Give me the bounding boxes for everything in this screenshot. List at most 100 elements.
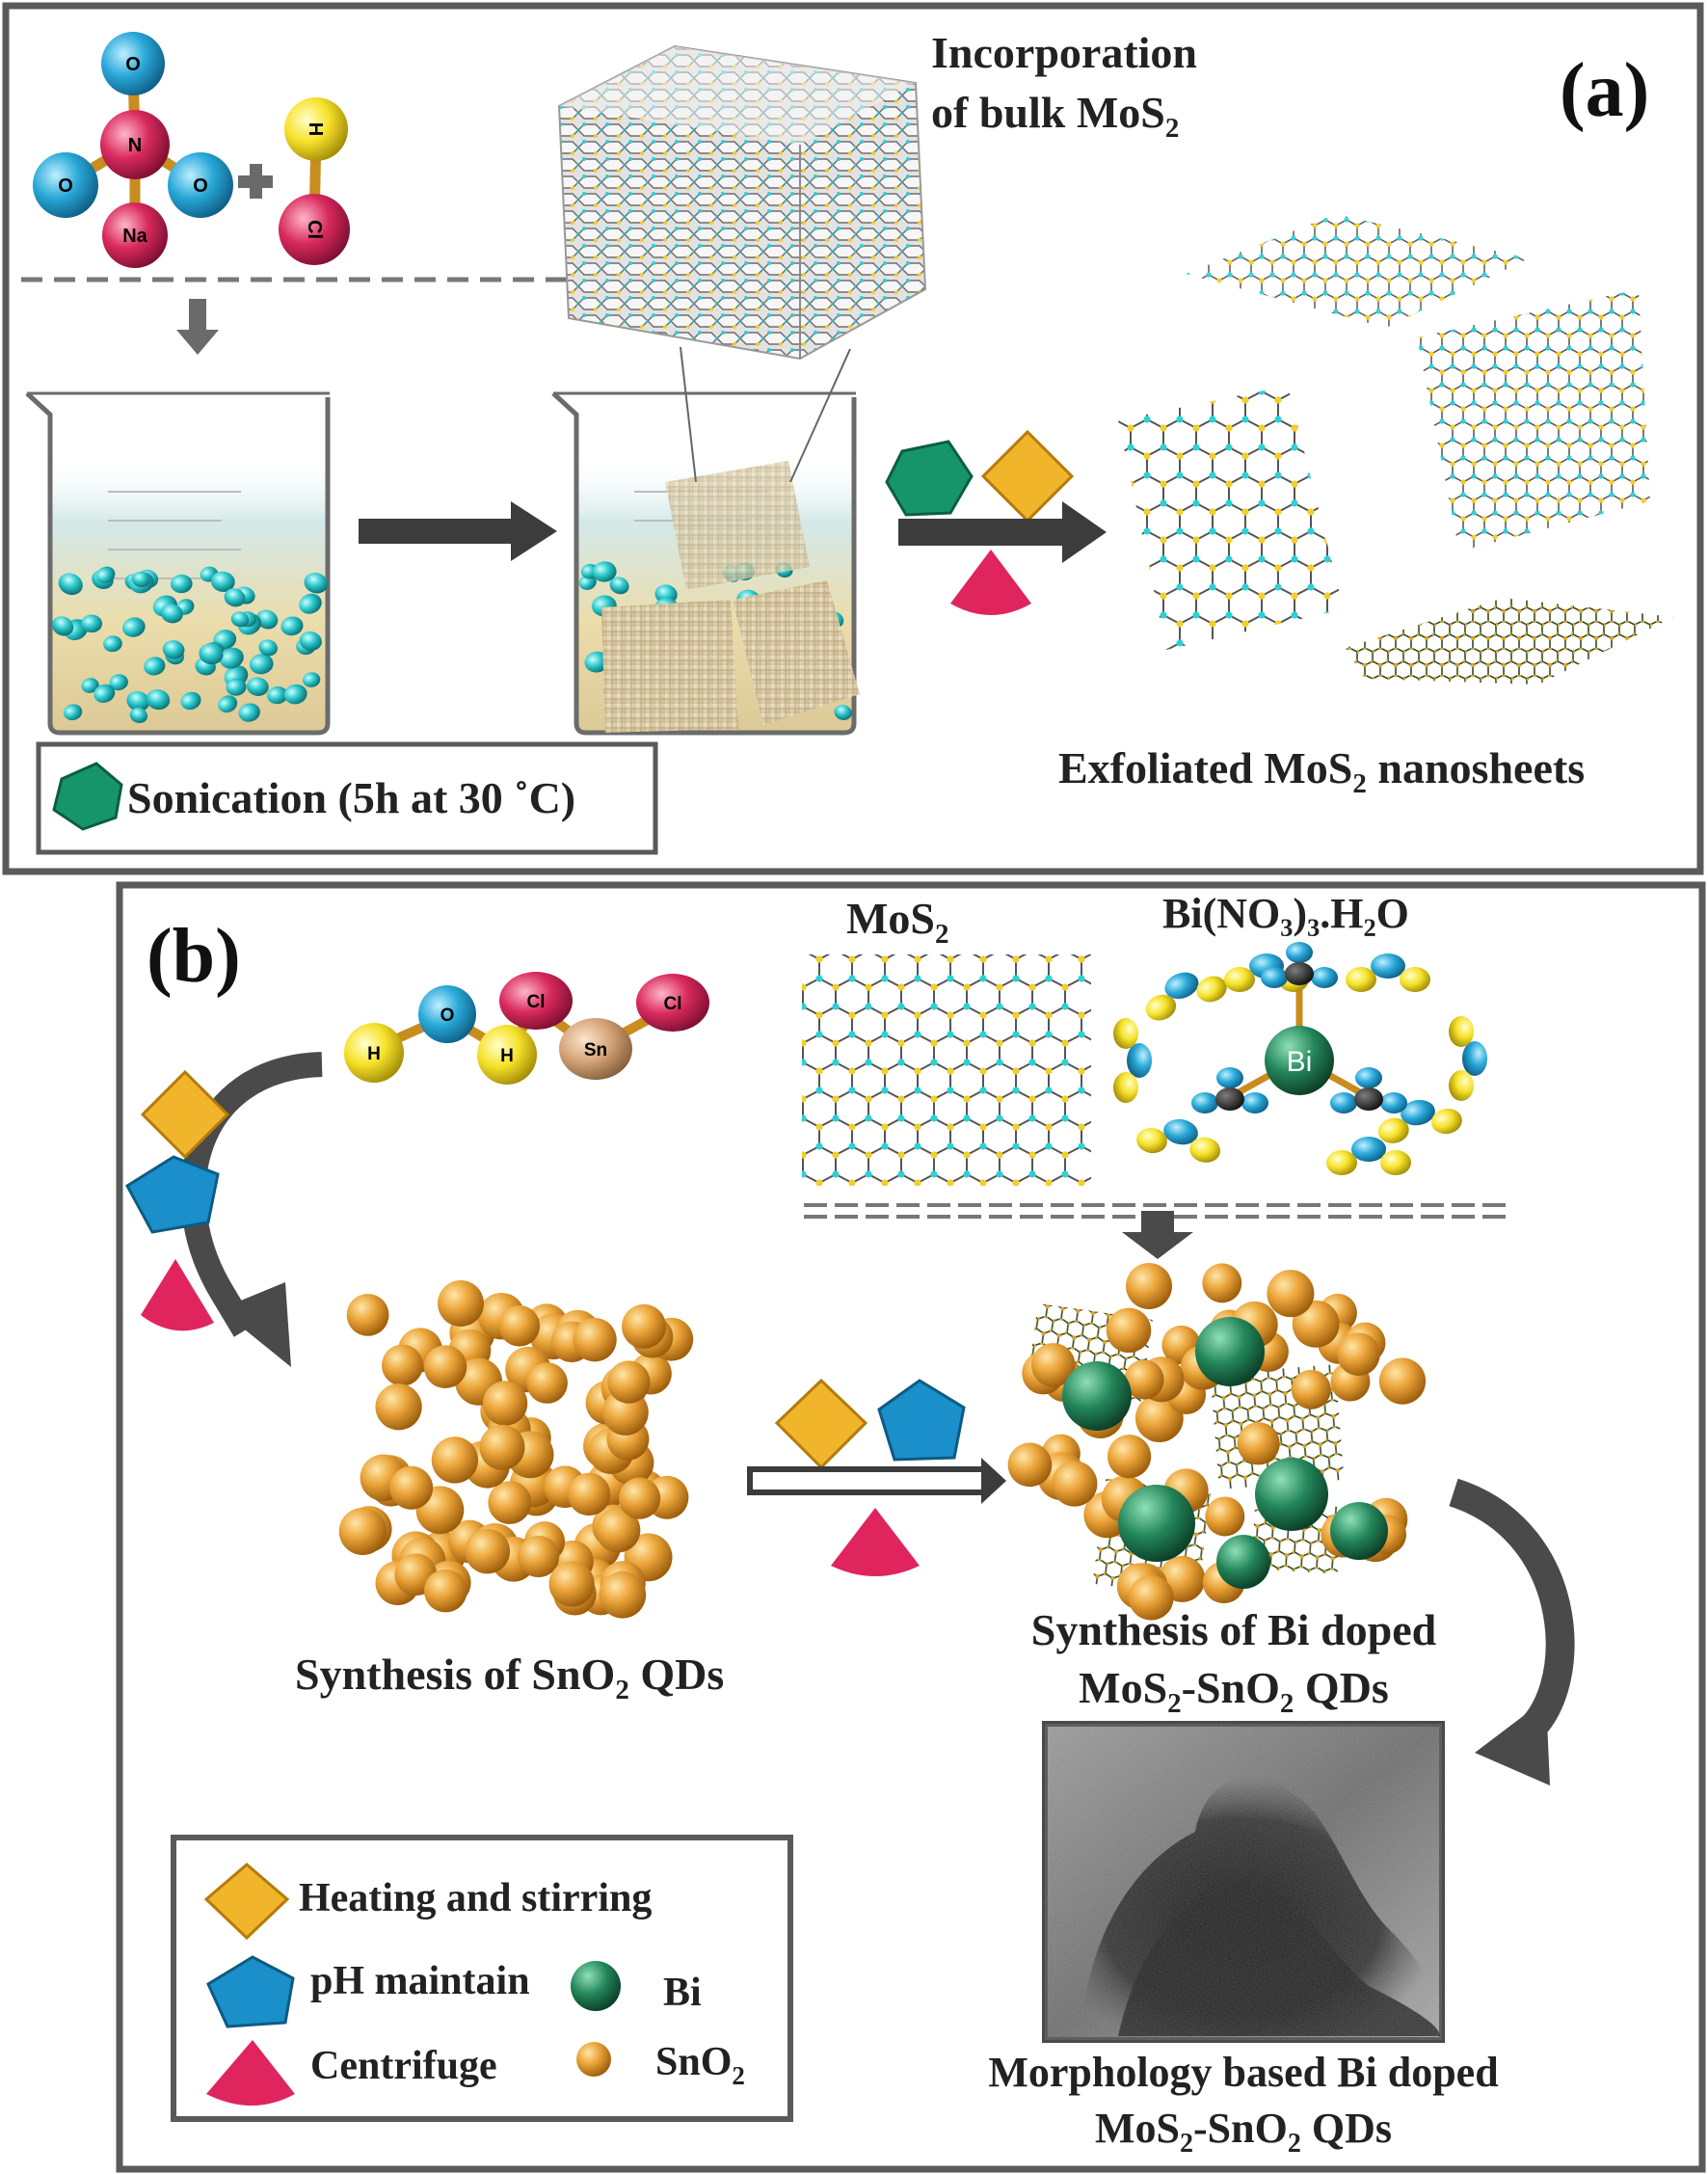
hydrogen-atom (1189, 1137, 1221, 1163)
hydrogen-atom (477, 1025, 537, 1085)
sno2-quantum-dot-cluster (338, 1280, 694, 1619)
panel-a-frame (2, 2, 1704, 875)
legend-ph-label: pH maintain (310, 1959, 530, 2003)
centrifuge-cone-icon (831, 1508, 920, 1576)
particle (255, 609, 279, 630)
sno2-sphere (346, 1294, 389, 1336)
nitrogen-atom (1215, 1087, 1244, 1111)
oxygen-atom (1241, 1092, 1268, 1114)
atom-label-na: Na (122, 226, 147, 247)
chlorine-atom (499, 972, 573, 1030)
mos2-lattice (802, 954, 1091, 1186)
particle (834, 705, 852, 720)
hydrogen-atom (1346, 967, 1376, 992)
morphology-caption-line1: Morphology based Bi doped (988, 2049, 1498, 2096)
sonication-hexagon-icon (885, 440, 974, 517)
atom-label-h: H (305, 122, 326, 136)
particle (230, 611, 250, 628)
centrifuge-cone-icon (141, 1259, 214, 1331)
atom-label-cl: Cl (664, 994, 682, 1014)
legend-sno2-label: SnO2 (655, 2040, 745, 2090)
bi-sphere (1330, 1502, 1388, 1560)
beaker-left (25, 391, 331, 736)
legend-heating-label: Heating and stirring (299, 1876, 652, 1920)
sno2-sphere (498, 1304, 541, 1347)
sno2-sphere (1378, 1357, 1427, 1405)
particle (224, 588, 246, 607)
heating-diamond-icon (140, 1069, 230, 1160)
atom-label-cl: Cl (527, 992, 546, 1012)
oxygen-atom (168, 152, 233, 218)
atom-label-bi: Bi (1287, 1046, 1313, 1078)
curved-arrow-head (1475, 1699, 1550, 1785)
nitrate-group (1330, 1067, 1407, 1114)
centrifuge-cone-icon (950, 550, 1031, 615)
sno2-sphere (567, 1472, 611, 1516)
hydrogen-atom (1380, 1150, 1411, 1175)
atom-label-o: O (193, 175, 208, 197)
chlorine-atom (279, 194, 350, 265)
sno2-sphere (599, 1570, 647, 1619)
particle (103, 635, 122, 653)
process-arrow (359, 501, 557, 561)
particle (144, 657, 166, 676)
sno2-sphere (423, 1345, 467, 1388)
oxygen-atom (1216, 1067, 1243, 1088)
sonication-legend-box (36, 741, 658, 855)
sno2-sphere (1007, 1442, 1053, 1488)
sno2-sphere (438, 1280, 484, 1327)
oxygen-atom (1462, 1041, 1487, 1076)
sno2-sphere (518, 1535, 560, 1578)
hydrogen-atom (344, 1023, 404, 1083)
oxygen-atom (1261, 967, 1288, 988)
sno2-sphere (389, 1465, 434, 1510)
hydrogen-atom (1224, 967, 1255, 992)
bismuth-atom (1265, 1026, 1334, 1095)
atom-label-h: H (367, 1044, 381, 1064)
atom-label-sn: Sn (584, 1040, 607, 1060)
chlorine-atom (636, 974, 709, 1032)
curved-process-arrow (1449, 1478, 1575, 1748)
ph-pentagon-icon (877, 1379, 966, 1462)
oxygen-atom (418, 985, 476, 1043)
particle (95, 566, 116, 584)
sno2-sphere (1337, 1332, 1380, 1376)
sno2-sphere-icon (576, 2042, 611, 2077)
legend-bi-label: Bi (663, 1971, 702, 2015)
water-molecule (1326, 1137, 1411, 1175)
particle (81, 614, 103, 633)
curved-process-arrow (180, 1052, 323, 1337)
particle (170, 574, 193, 594)
sno2-sphere (1202, 1263, 1242, 1303)
particle (219, 647, 244, 669)
double-process-arrow (747, 1458, 1006, 1504)
sno2-sphere (1291, 1369, 1331, 1409)
particle (51, 616, 74, 636)
particle (267, 686, 288, 705)
oxygen-atom (1164, 972, 1199, 1000)
sno2-synthesis-caption: Synthesis of SnO2 QDs (295, 1650, 724, 1705)
heating-diamond-icon (203, 1863, 290, 1941)
water-molecule (1377, 1099, 1462, 1143)
bi-sphere (1118, 1485, 1195, 1562)
particle (218, 695, 238, 713)
doped-synthesis-caption-line2: MoS2-SnO2 QDs (1079, 1663, 1389, 1719)
bi-sphere (1062, 1361, 1132, 1431)
sno2-sphere (1106, 1307, 1152, 1354)
hydrogen-atom (1326, 1150, 1357, 1175)
particle (162, 640, 185, 659)
oxygen-atom (1330, 1092, 1357, 1114)
sno2-sphere (607, 1360, 651, 1404)
bi-doped-mos2-sno2-cluster (1007, 1263, 1427, 1621)
oxygen-atom (1191, 1092, 1218, 1114)
sno2-sphere (622, 1303, 666, 1349)
oxygen-atom (1351, 1137, 1386, 1162)
particle (304, 573, 329, 594)
dispersed-particles (51, 566, 329, 724)
sno2-sphere (1237, 1422, 1280, 1465)
oxygen-atom (101, 32, 165, 95)
particle (226, 678, 247, 696)
sno2-sphere (1128, 1574, 1174, 1621)
particle (609, 577, 629, 595)
